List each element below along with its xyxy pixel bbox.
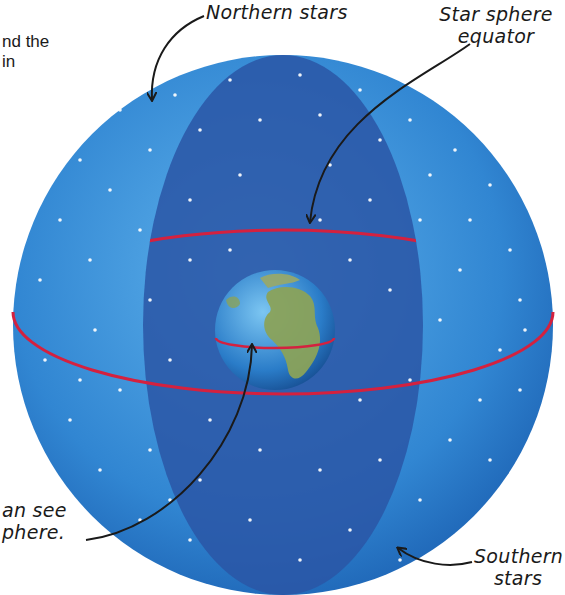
cropped-label: an see phere. [2, 500, 80, 544]
star-sphere [13, 55, 553, 595]
leader-arrows [86, 16, 472, 565]
earth [215, 270, 335, 390]
sphere-equator [13, 230, 553, 394]
cropped-text: nd the in [2, 32, 64, 73]
stars [38, 73, 527, 562]
northern-stars-label: Northern stars [206, 2, 376, 24]
southern-stars-label: Southern stars [474, 546, 562, 590]
sphere-cutaway [143, 55, 423, 595]
equator-label: Star sphere equator [430, 4, 562, 48]
